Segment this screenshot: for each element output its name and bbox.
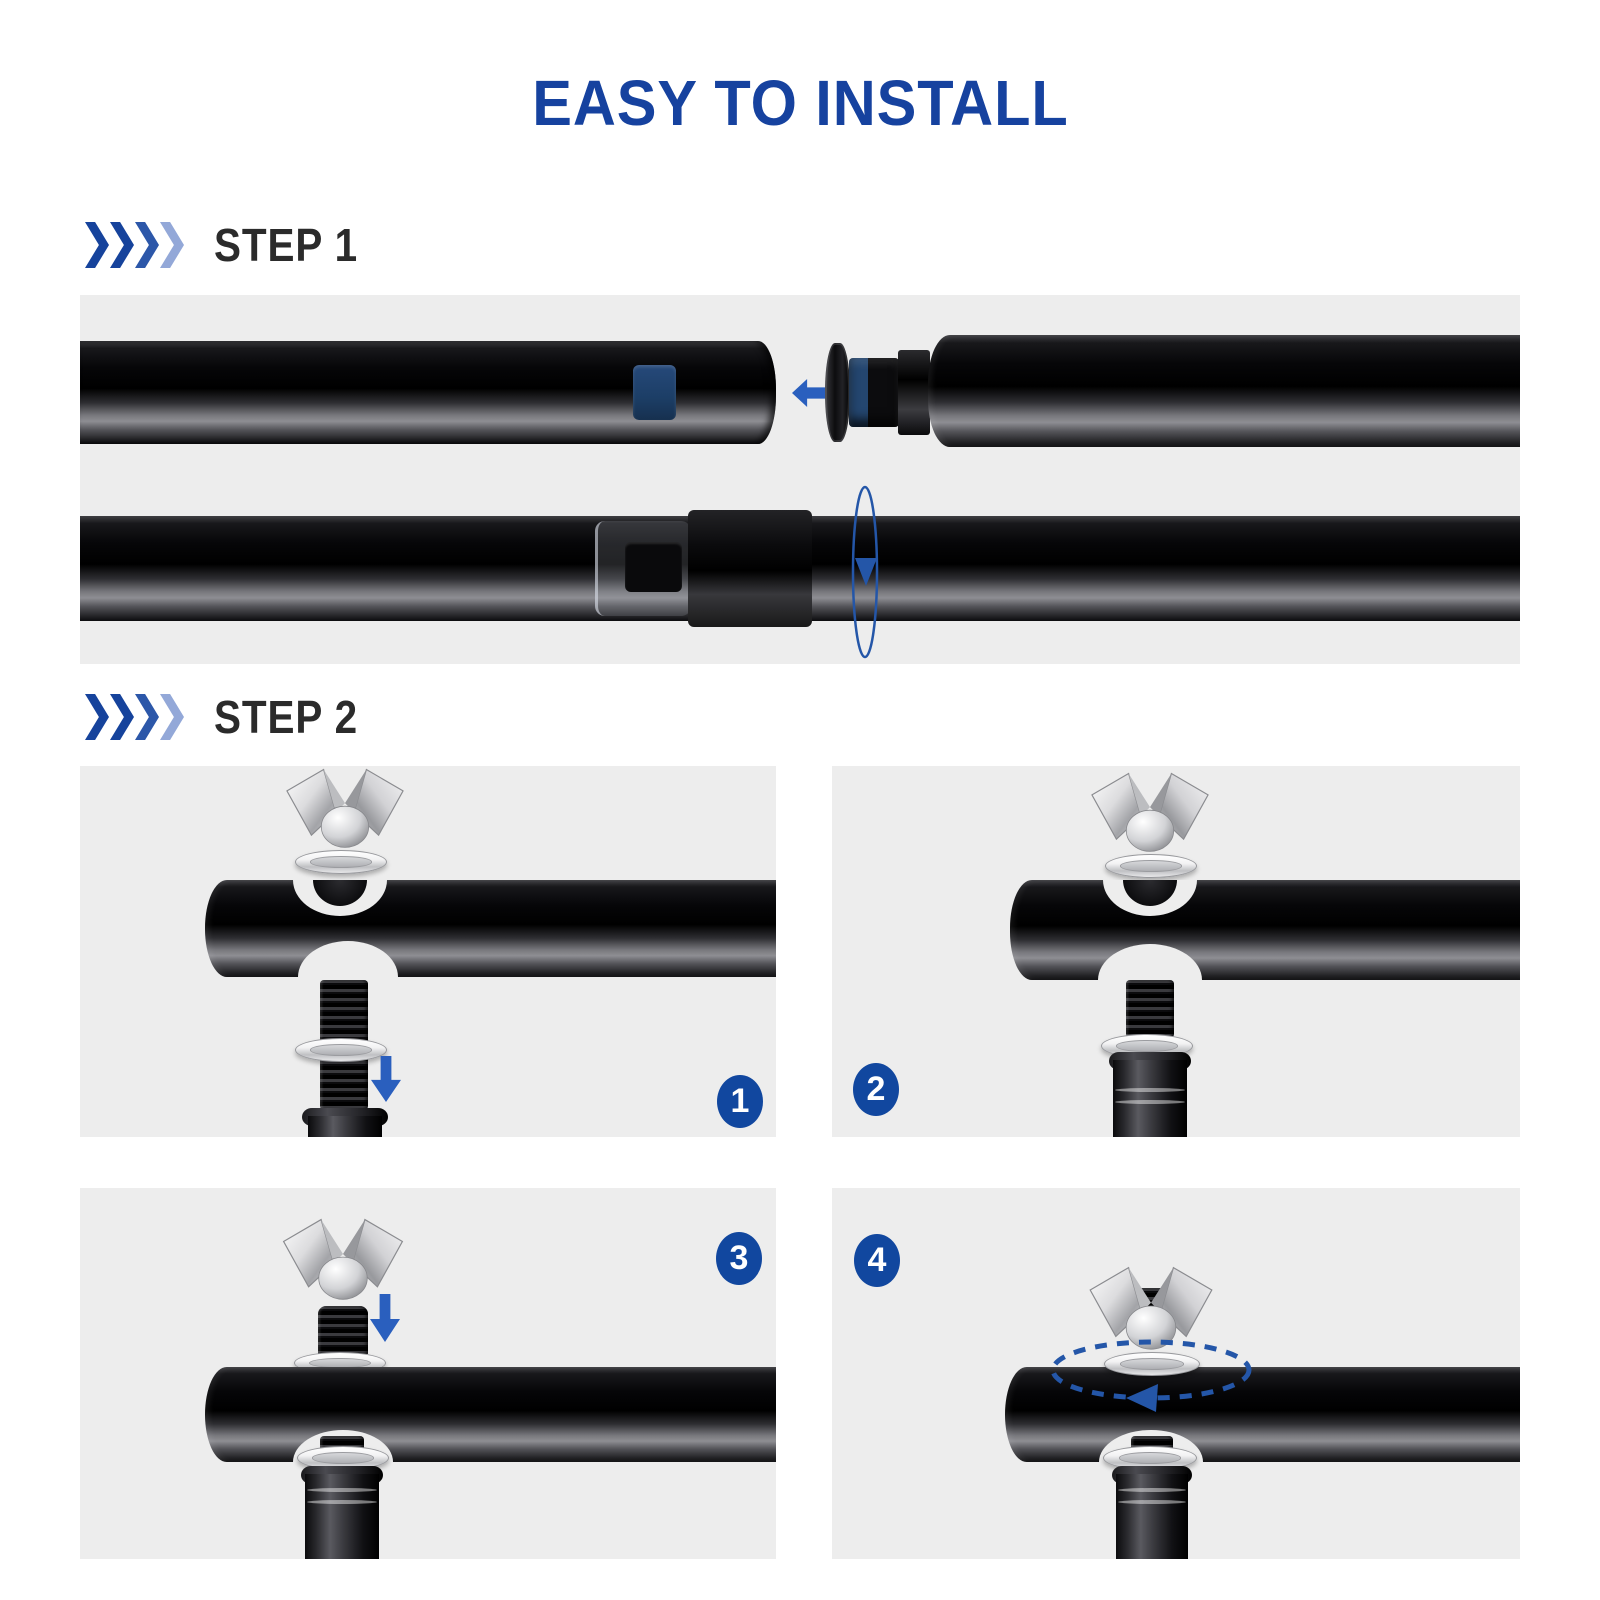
chevron-icon [110, 694, 134, 740]
washer [1104, 1352, 1200, 1376]
washer [1105, 854, 1197, 878]
stand-pole [308, 1116, 382, 1137]
locking-button-hole [633, 365, 676, 420]
rotate-arrow-icon [851, 485, 879, 659]
chevron-icon [160, 694, 184, 740]
crossbar-pole [205, 1367, 776, 1462]
step2-substep1-panel: 1 [80, 766, 776, 1137]
page-title: EASY TO INSTALL [531, 67, 1069, 139]
bolt-tip-threads [318, 1306, 368, 1354]
coupler-sleeve [688, 510, 812, 627]
pole-ring-highlight [307, 1488, 377, 1492]
chevron-arrows-icon [85, 694, 184, 740]
chevron-arrows-icon [85, 222, 184, 268]
step1-label: STEP 1 [214, 219, 359, 271]
substep-badge: 3 [716, 1232, 762, 1285]
step2-substep2-panel: 2 [832, 766, 1520, 1137]
pole-ring-highlight [1118, 1500, 1186, 1504]
chevron-icon [135, 694, 159, 740]
wing-nut-icon [260, 768, 430, 852]
substep-badge: 2 [853, 1063, 899, 1116]
stand-pole [1116, 1474, 1188, 1559]
washer [295, 1038, 387, 1062]
step2-label: STEP 2 [214, 691, 359, 743]
step2-substep4-panel: 4 [832, 1188, 1520, 1559]
crossbar-pole [1005, 1367, 1520, 1462]
chevron-icon [135, 222, 159, 268]
stand-pole [305, 1474, 379, 1559]
chevron-icon [160, 222, 184, 268]
pole-ring-highlight [1115, 1100, 1185, 1104]
pole-ring-highlight [1115, 1088, 1185, 1092]
substep-badge: 1 [717, 1075, 763, 1128]
chevron-icon [110, 222, 134, 268]
tighten-rotation-icon [1050, 1339, 1252, 1412]
connector-spigot [849, 358, 899, 427]
pole-ring-highlight [307, 1500, 377, 1504]
step2-substep3-panel: 3 [80, 1188, 776, 1559]
step1-header: STEP 1 [85, 218, 378, 272]
bolt-threads [1126, 980, 1174, 1038]
chevron-icon [85, 694, 109, 740]
wing-nut-icon [258, 1218, 428, 1304]
connector-collar [898, 350, 930, 435]
chevron-icon [85, 222, 109, 268]
pole-ring-highlight [1118, 1488, 1186, 1492]
crossbar-pole [1010, 880, 1520, 980]
washer [295, 850, 387, 874]
stand-pole [1113, 1060, 1187, 1137]
crossbar-pole [205, 880, 776, 977]
crossbar-pole-right [928, 335, 1520, 447]
step1-illustration-panel [80, 295, 1520, 664]
connector-flange [825, 343, 850, 442]
substep-badge: 4 [854, 1234, 900, 1287]
inner-locking-pin [625, 542, 682, 592]
screw-in-arrow-icon [371, 1056, 401, 1102]
insert-direction-arrow-icon [792, 379, 828, 407]
wing-nut-icon [1065, 772, 1235, 856]
step2-header: STEP 2 [85, 690, 378, 744]
